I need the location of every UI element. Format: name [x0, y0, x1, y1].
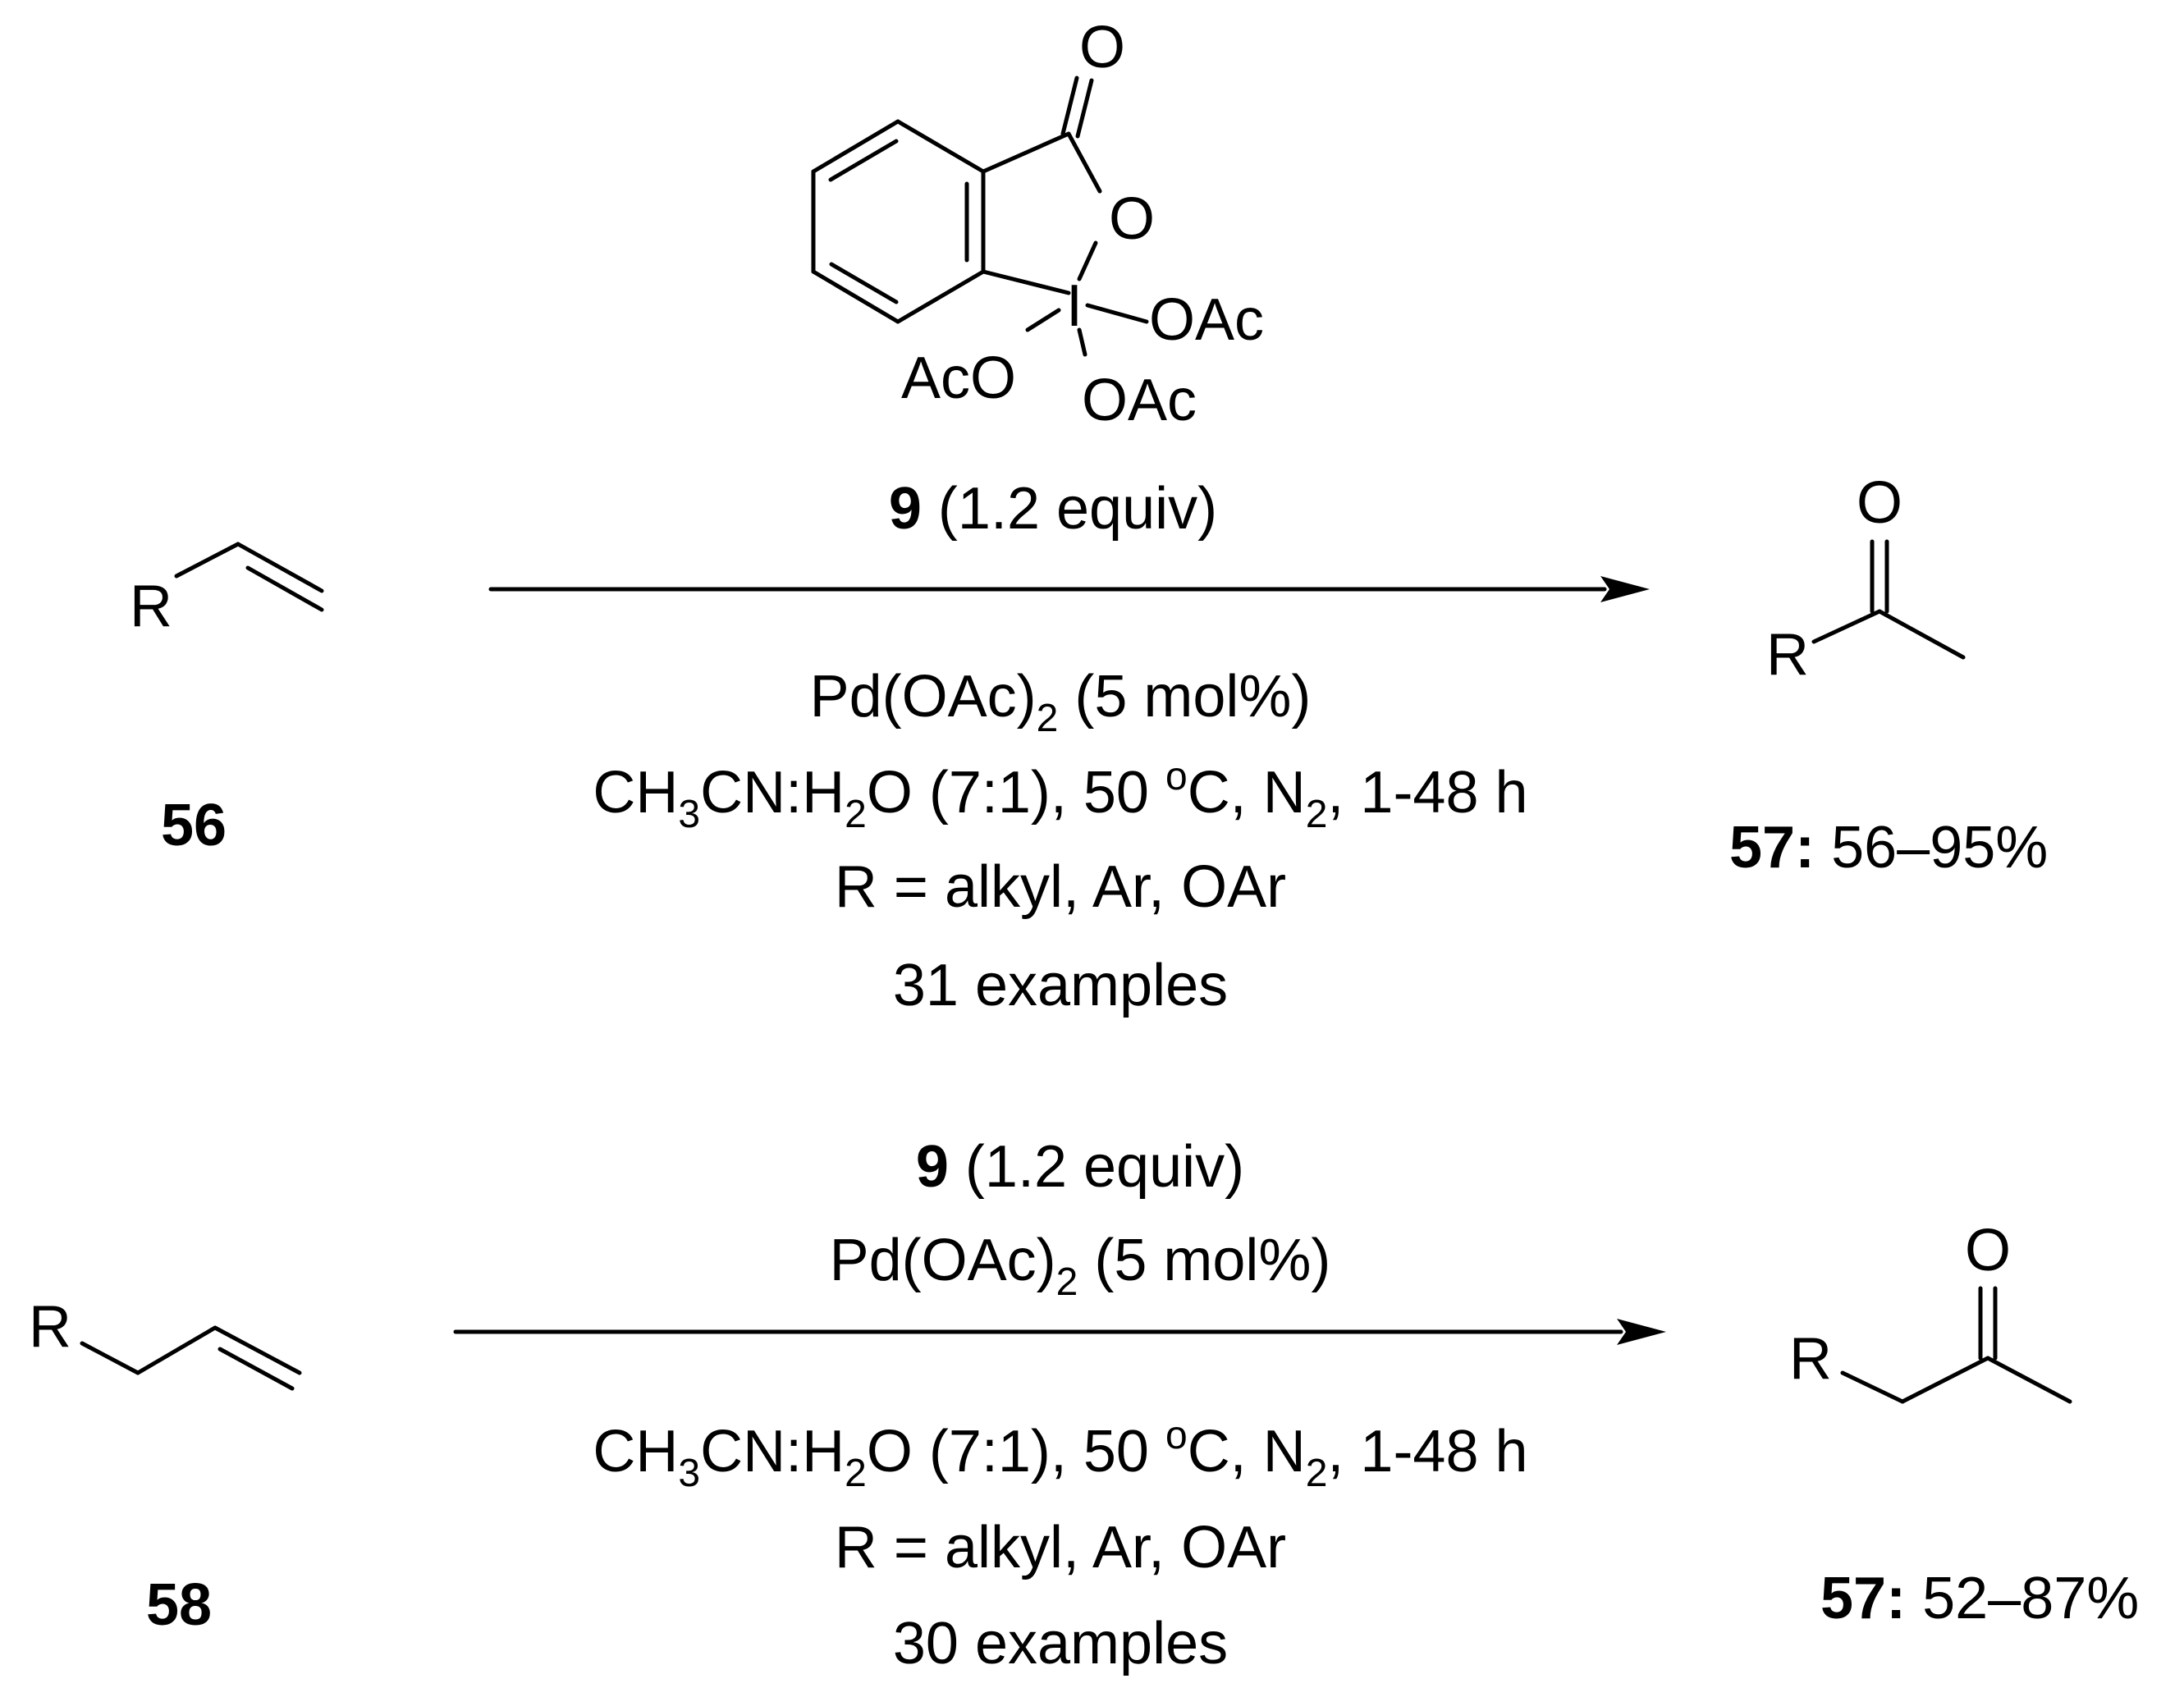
product2-yield-label: 57: 52–87% [1820, 1566, 2139, 1631]
reaction2-catalyst-line: Pd(OAc)2 (5 mol%) [830, 1228, 1331, 1304]
reaction2-solvent-line: CH3CN:H2O (7:1), 50 oC, N2, 1-48 h [593, 1414, 1527, 1495]
product1-r-label: R [1766, 622, 1809, 688]
reaction2-reagent-line: 9 (1.2 equiv) [916, 1134, 1244, 1200]
product-57-methyl-ketone: O R 57: 56–95% [1729, 470, 2048, 881]
reaction1-scope-line: R = alkyl, Ar, OAr [835, 854, 1286, 920]
ring-oxygen-label: O [1109, 186, 1155, 252]
iodolactone-ring-bonds [981, 131, 1102, 295]
carbonyl-double-bond [1060, 75, 1094, 139]
substrate-58-r-label: R [29, 1294, 71, 1360]
iodine-label: I [1066, 273, 1083, 339]
iodine-oac-bonds [1025, 303, 1149, 357]
aco-left-label: AcO [901, 345, 1016, 411]
oac-right-label: OAc [1149, 287, 1264, 353]
compound-58-label: 58 [146, 1572, 212, 1638]
reaction-arrow-1 [488, 576, 1650, 602]
benzene-ring [811, 119, 986, 324]
substrate-56: R 56 [130, 542, 324, 858]
product2-r-label: R [1789, 1326, 1832, 1392]
reaction1-catalyst-line: Pd(OAc)2 (5 mol%) [810, 664, 1312, 740]
reagent-9-structure: O O I OAc AcO OAc [811, 15, 1264, 433]
reaction-arrow-2 [453, 1319, 1666, 1345]
compound-56-label: 56 [161, 793, 227, 858]
carbonyl-oxygen-label: O [1079, 15, 1125, 80]
reaction2-conditions: 9 (1.2 equiv) Pd(OAc)2 (5 mol%) CH3CN:H2… [593, 1134, 1527, 1676]
substrate-56-r-label: R [130, 574, 172, 639]
reaction1-examples-line: 31 examples [893, 953, 1228, 1018]
reaction1-conditions: 9 (1.2 equiv) Pd(OAc)2 (5 mol%) CH3CN:H2… [593, 476, 1527, 1018]
substrate-58: R 58 [29, 1294, 302, 1638]
product1-oxygen-label: O [1857, 470, 1902, 536]
product2-oxygen-label: O [1965, 1218, 2011, 1283]
product1-yield-label: 57: 56–95% [1729, 815, 2048, 881]
oac-bottom-label: OAc [1082, 368, 1197, 433]
reaction1-solvent-line: CH3CN:H2O (7:1), 50 oC, N2, 1-48 h [593, 755, 1527, 836]
reaction2-examples-line: 30 examples [893, 1611, 1228, 1676]
reaction1-reagent-line: 9 (1.2 equiv) [889, 476, 1217, 542]
product-57-ethyl-ketone: O R 57: 52–87% [1789, 1218, 2139, 1631]
reaction2-scope-line: R = alkyl, Ar, OAr [835, 1515, 1286, 1580]
